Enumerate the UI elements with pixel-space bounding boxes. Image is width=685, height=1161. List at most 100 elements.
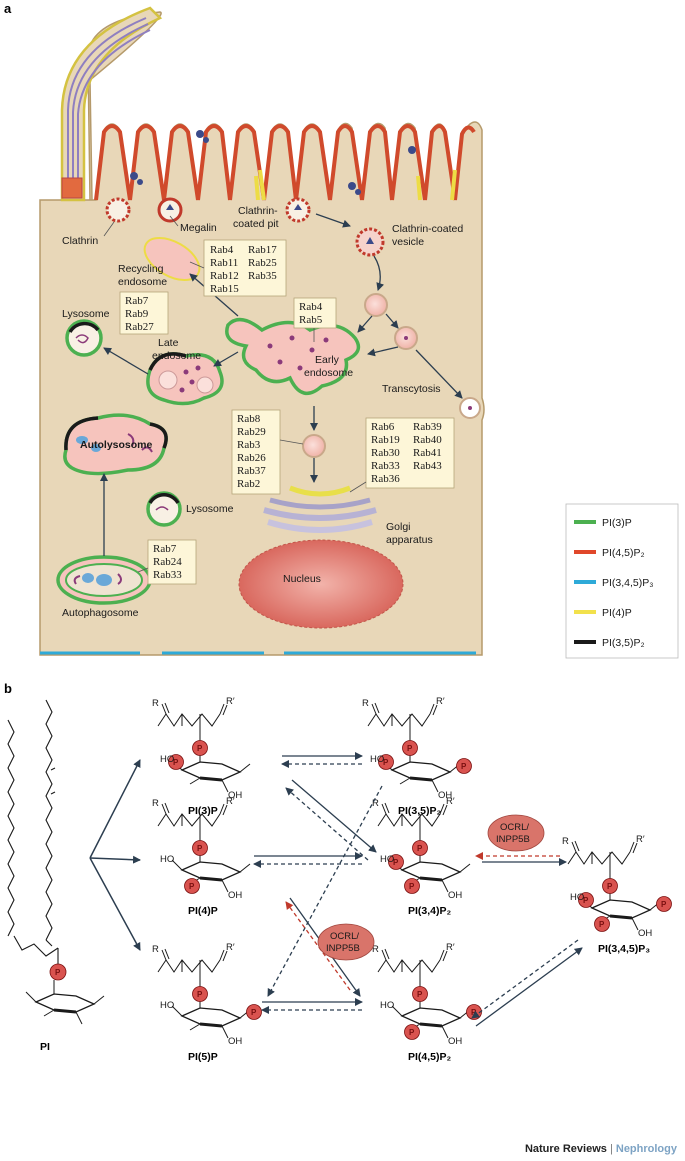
mol-name-pi35p2: PI(3,5)P₂ — [398, 805, 442, 817]
rab-text: Rab36 — [371, 473, 400, 485]
hydroxyl-label: HO — [380, 854, 394, 865]
enzyme-text: INPP5B — [496, 834, 530, 845]
phosphate-label: P — [197, 844, 203, 853]
phosphate-icon — [656, 896, 672, 912]
mol-name-pi34p2: PI(3,4)P₂ — [408, 905, 452, 917]
phosphate-icon — [404, 878, 420, 894]
apical-membrane — [94, 124, 476, 201]
label-late-line1: Late — [158, 337, 179, 349]
label-early-line1: Early — [315, 354, 340, 366]
rab-text: Rab30 — [371, 447, 400, 459]
phosphate-icon — [388, 854, 404, 870]
label-vesicle-line2: vesicle — [392, 236, 424, 248]
r-group: R — [152, 798, 159, 809]
r-group: R — [372, 944, 379, 955]
phosphate-label: P — [583, 896, 589, 905]
rab-text: Rab11 — [210, 257, 238, 269]
r-prime-group: R′ — [436, 696, 445, 707]
hydroxyl-label: OH — [638, 928, 652, 939]
phosphate-label: P — [407, 744, 413, 753]
nucleus — [238, 539, 404, 629]
label-golgi-line1: Golgi — [386, 521, 411, 533]
rab-box-late: Rab7 Rab9 Rab27 — [119, 291, 169, 335]
hydroxyl-label: OH — [228, 1036, 242, 1047]
phosphate-icon — [578, 892, 594, 908]
rab-text: Rab35 — [248, 270, 277, 282]
hydroxyl-label: HO — [160, 1000, 174, 1011]
phosphate-label: P — [409, 1028, 415, 1037]
legend-item: PI(4)P — [602, 607, 632, 619]
label-nucleus: Nucleus — [283, 573, 321, 585]
rab-text: Rab7 — [153, 543, 177, 555]
basal-body — [61, 177, 83, 199]
autophagosome — [56, 555, 152, 605]
journal-footer: Nature Reviews | Nephrology — [525, 1143, 677, 1155]
rab-text: Rab26 — [237, 452, 266, 464]
synthesis-arrows — [89, 759, 141, 951]
cilium — [60, 6, 163, 202]
rab-text: Rab3 — [237, 439, 261, 451]
mol-name-pi5p: PI(5)P — [188, 1051, 218, 1063]
small-vesicle — [364, 293, 388, 317]
hydroxyl-label: OH — [448, 1036, 462, 1047]
label-recycling-line1: Recycling — [118, 263, 164, 275]
mol-name-pi3p: PI(3)P — [188, 805, 218, 817]
r-prime-group: R′ — [226, 942, 235, 953]
mol-name-pi45p2: PI(4,5)P₂ — [408, 1051, 452, 1063]
label-recycling-line2: endosome — [118, 276, 167, 288]
phosphate-label: P — [599, 920, 605, 929]
rab-text: Rab33 — [371, 460, 400, 472]
mol-name-pi4p: PI(4)P — [188, 905, 218, 917]
footer-separator: | — [609, 1143, 613, 1155]
rab-box-golgi-transport: Rab8 Rab29 Rab3 Rab26 Rab37 Rab2 — [231, 409, 281, 495]
phosphate-label: P — [197, 744, 203, 753]
enzyme-text: OCRL/ — [330, 931, 359, 942]
legend-item: PI(4,5)P₂ — [602, 547, 645, 559]
label-megalin: Megalin — [180, 222, 217, 234]
rab-box-golgi: Rab6 Rab19 Rab30 Rab33 Rab36 Rab39 Rab40… — [365, 417, 455, 489]
rab-text: Rab43 — [413, 460, 442, 472]
journal-name: Nature Reviews — [524, 1143, 607, 1155]
rab-text: Rab40 — [413, 434, 442, 446]
r-prime-group: R′ — [446, 942, 455, 953]
label-lysosome-mid: Lysosome — [186, 503, 234, 515]
rab-text: Rab5 — [299, 314, 323, 326]
golgi-vesicle — [302, 434, 326, 458]
lysosome-top — [65, 319, 103, 357]
legend-item: PI(3,5)P₂ — [602, 637, 645, 649]
rab-text: Rab6 — [371, 421, 395, 433]
enzyme-text: INPP5B — [326, 943, 360, 954]
panel-b-label: b — [4, 681, 12, 696]
phosphate-icon — [168, 754, 184, 770]
phosphate-label: P — [661, 900, 667, 909]
rab-text: Rab37 — [237, 465, 266, 477]
enzyme-ocrl-inpp5b-lower: OCRL/ INPP5B — [317, 923, 375, 961]
phosphate-icon — [192, 840, 208, 856]
r-prime-group: R′ — [446, 796, 455, 807]
label-early-line2: endosome — [304, 367, 353, 379]
hydroxyl-label: HO — [160, 754, 174, 765]
r-prime-group: R′ — [226, 796, 235, 807]
pi-fatty-chains — [7, 699, 53, 941]
rab-text: Rab17 — [248, 244, 277, 256]
hydroxyl-label: HO — [370, 754, 384, 765]
mol-pi: PI — [40, 1041, 50, 1053]
phosphate-icon — [402, 740, 418, 756]
panel-a-label: a — [4, 1, 12, 16]
label-autolysosome: Autolysosome — [80, 439, 153, 451]
clathrin-pits — [105, 197, 311, 223]
phosphate-label: P — [383, 758, 389, 767]
rab-box-recycling: Rab4 Rab11 Rab12 Rab15 Rab17 Rab25 Rab35 — [203, 239, 287, 297]
rab-text: Rab8 — [237, 413, 261, 425]
enzyme-ocrl-inpp5b-upper: OCRL/ INPP5B — [487, 814, 545, 852]
rab-text: Rab25 — [248, 257, 277, 269]
label-vesicle-line1: Clathrin-coated — [392, 223, 463, 235]
enzyme-text: OCRL/ — [500, 822, 529, 833]
megalin-receptors — [130, 130, 416, 195]
